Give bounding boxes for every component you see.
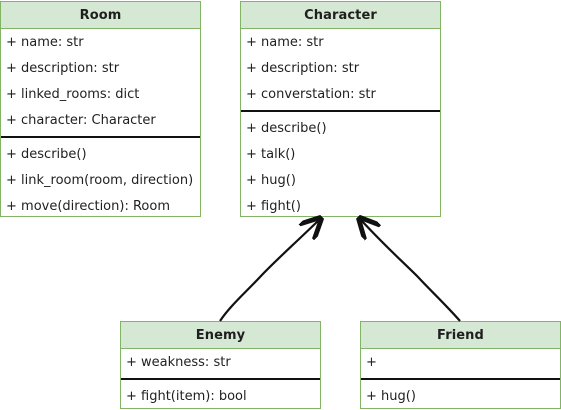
room-divider: [1, 136, 200, 138]
room-method: + link_room(room, direction): [6, 172, 194, 188]
enemy-to-character-arrow: [219, 220, 319, 322]
room-class: Room + name: str + description: str + li…: [0, 1, 201, 217]
character-attribute: + converstation: str: [246, 86, 376, 102]
friend-method: + hug(): [366, 388, 416, 404]
room-method: + describe(): [6, 146, 87, 162]
character-attribute: + description: str: [246, 60, 360, 76]
character-method: + describe(): [246, 120, 327, 136]
character-class: Character + name: str + description: str…: [240, 1, 441, 217]
enemy-class-title: Enemy: [121, 322, 320, 349]
friend-attribute: +: [366, 354, 377, 370]
friend-divider: [361, 378, 560, 380]
friend-to-character-arrow: [361, 220, 461, 322]
friend-class: Friend + + hug(): [360, 321, 561, 409]
character-method: + fight(): [246, 198, 301, 214]
enemy-method: + fight(item): bool: [126, 388, 247, 404]
room-attribute: + description: str: [6, 60, 120, 76]
enemy-divider: [121, 378, 320, 380]
enemy-attribute: + weakness: str: [126, 354, 231, 370]
character-class-title: Character: [241, 2, 440, 29]
room-class-title: Room: [1, 2, 200, 29]
room-attribute: + character: Character: [6, 112, 156, 128]
enemy-class: Enemy + weakness: str + fight(item): boo…: [120, 321, 321, 409]
room-attribute: + name: str: [6, 34, 84, 50]
room-method: + move(direction): Room: [6, 198, 170, 214]
character-method: + talk(): [246, 146, 296, 162]
room-attribute: + linked_rooms: dict: [6, 86, 140, 102]
character-attribute: + name: str: [246, 34, 324, 50]
character-method: + hug(): [246, 172, 296, 188]
friend-class-title: Friend: [361, 322, 560, 349]
character-divider: [241, 110, 440, 112]
